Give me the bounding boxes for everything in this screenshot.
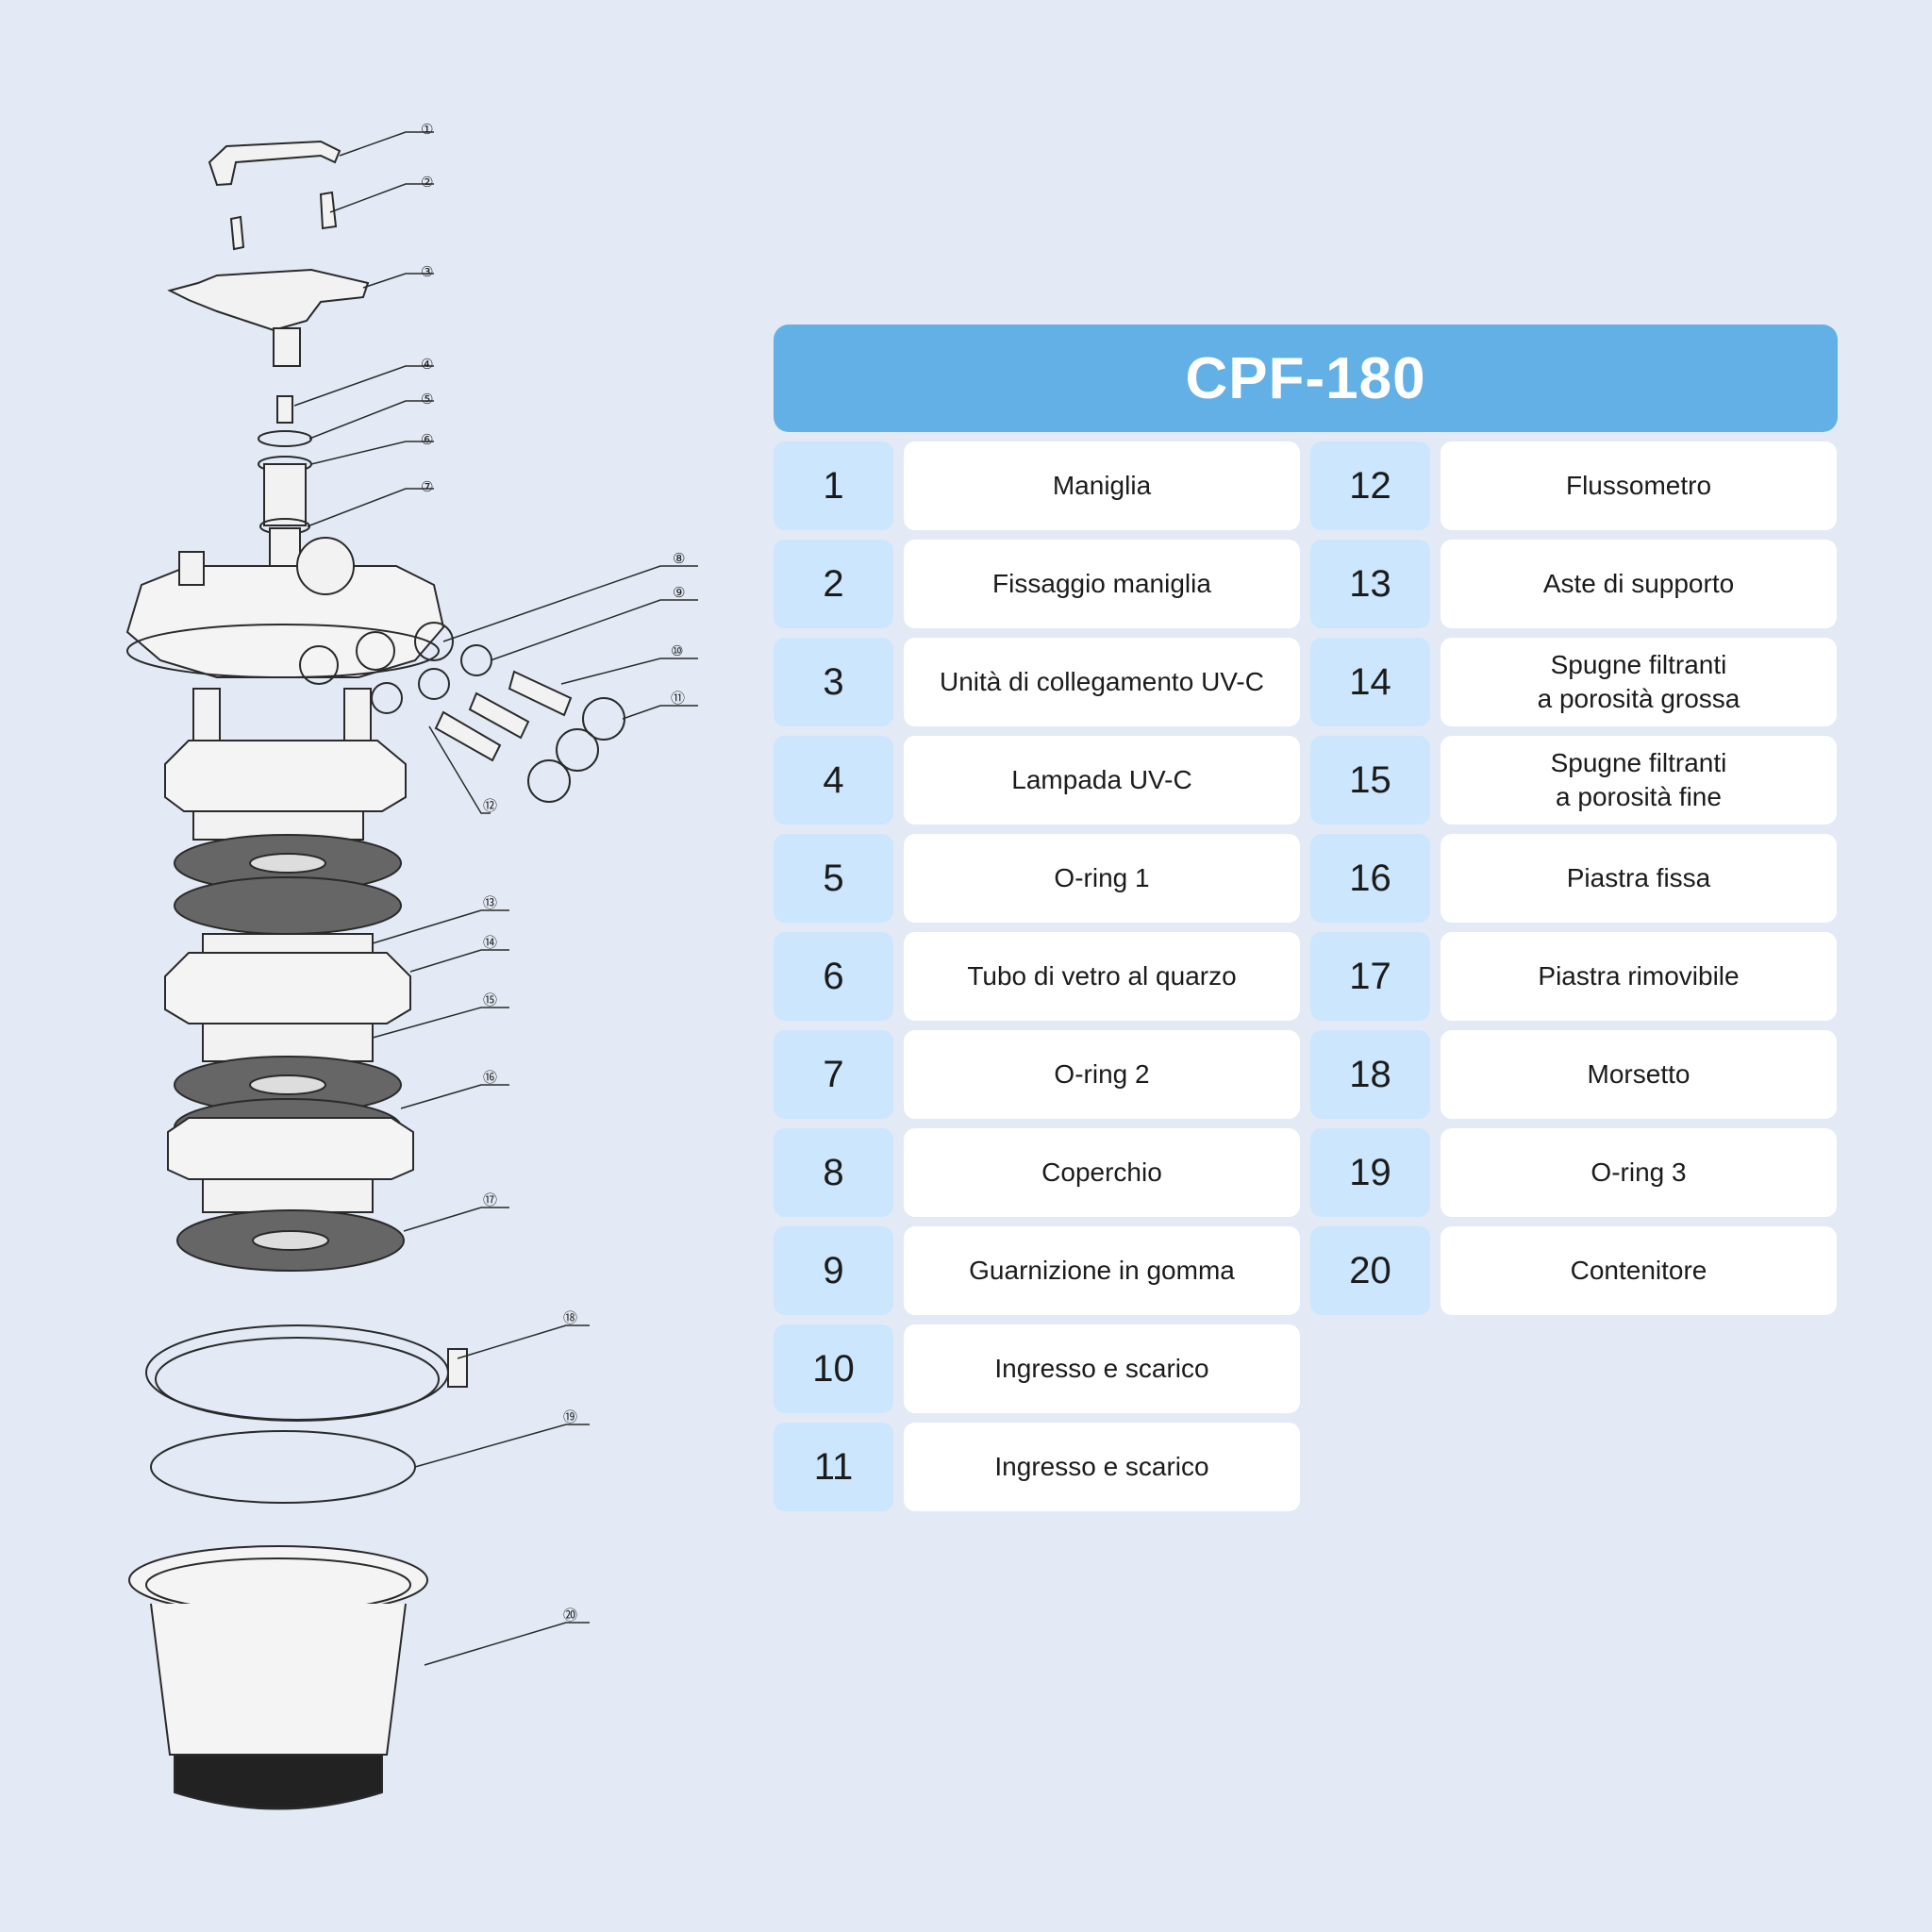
part-label: Fissaggio maniglia [904,540,1300,628]
callout-11: ⑪ [671,690,685,707]
exploded-diagram: ① ② ③ ④ ⑤ ⑥ ⑦ ⑧ ⑨ ⑩ ⑪ ⑫ ⑬ ⑭ ⑮ ⑯ ⑰ ⑱ ⑲ ⑳ [125,121,698,1810]
part-number: 18 [1310,1030,1430,1119]
part-number: 11 [774,1423,893,1511]
part-label: O-ring 1 [904,834,1300,923]
callout-1: ① [421,121,433,138]
callout-8: ⑧ [673,550,685,567]
part-number: 16 [1310,834,1430,923]
fixed-plate-part [167,1117,414,1180]
part-number: 8 [774,1128,893,1217]
upper-plate-part [164,740,407,812]
gasket-part [460,644,492,676]
part-label: Morsetto [1441,1030,1837,1119]
part-number: 2 [774,540,893,628]
part-label: Tubo di vetro al quarzo [904,932,1300,1021]
uvc-connector-part [167,268,370,332]
uvc-lamp-part [276,395,293,424]
callout-7: ⑦ [421,478,433,495]
part-number: 12 [1310,441,1430,530]
oring-1-part [258,430,312,447]
callout-10: ⑩ [671,642,683,659]
part-label: Piastra rimovibile [1441,932,1837,1021]
part-number: 15 [1310,736,1430,824]
part-label: Lampada UV-C [904,736,1300,824]
part-number: 19 [1310,1128,1430,1217]
port-part [299,645,339,685]
part-number: 4 [774,736,893,824]
oring-3-part [150,1430,416,1504]
callout-3: ③ [421,263,433,280]
callout-13: ⑬ [483,894,497,911]
part-number: 3 [774,638,893,726]
part-number: 10 [774,1324,893,1413]
part-label: Ingresso e scarico [904,1423,1300,1511]
callout-20: ⑳ [563,1607,577,1624]
model-title: CPF-180 [774,325,1838,432]
part-number: 13 [1310,540,1430,628]
callout-6: ⑥ [421,431,433,448]
part-number: 17 [1310,932,1430,1021]
callout-14: ⑭ [483,934,497,951]
part-number: 20 [1310,1226,1430,1315]
callout-2: ② [421,174,433,191]
part-number: 14 [1310,638,1430,726]
callout-9: ⑨ [673,584,685,601]
part-label: Guarnizione in gomma [904,1226,1300,1315]
part-label: O-ring 3 [1441,1128,1837,1217]
part-label: Flussometro [1441,441,1837,530]
callout-19: ⑲ [563,1408,577,1425]
callout-12: ⑫ [483,797,497,814]
quartz-tube-part [263,463,307,526]
part-label: Spugne filtranti a porosità grossa [1441,638,1837,726]
callout-18: ⑱ [563,1309,577,1326]
part-label: Aste di supporto [1441,540,1837,628]
part-label: Maniglia [904,441,1300,530]
part-label: Unità di collegamento UV-C [904,638,1300,726]
callout-15: ⑮ [483,991,497,1008]
part-label: Coperchio [904,1128,1300,1217]
part-label: Contenitore [1441,1226,1837,1315]
handle-fixing-part [229,215,245,251]
part-label: Spugne filtranti a porosità fine [1441,736,1837,824]
callout-4: ④ [421,356,433,373]
part-label: Ingresso e scarico [904,1324,1300,1413]
uvc-connector-stem [273,327,301,367]
part-number: 5 [774,834,893,923]
handle-fixing-part-2 [319,191,338,230]
clamp-part [145,1324,449,1421]
hose-tail-part [508,670,573,717]
callout-16: ⑯ [483,1069,497,1086]
callout-5: ⑤ [421,391,433,408]
callout-17: ⑰ [483,1191,497,1208]
part-label: O-ring 2 [904,1030,1300,1119]
part-number: 9 [774,1226,893,1315]
part-number: 1 [774,441,893,530]
handle-part [208,140,341,187]
lid-part [125,565,445,678]
part-label: Piastra fissa [1441,834,1837,923]
part-number: 7 [774,1030,893,1119]
part-number: 6 [774,932,893,1021]
